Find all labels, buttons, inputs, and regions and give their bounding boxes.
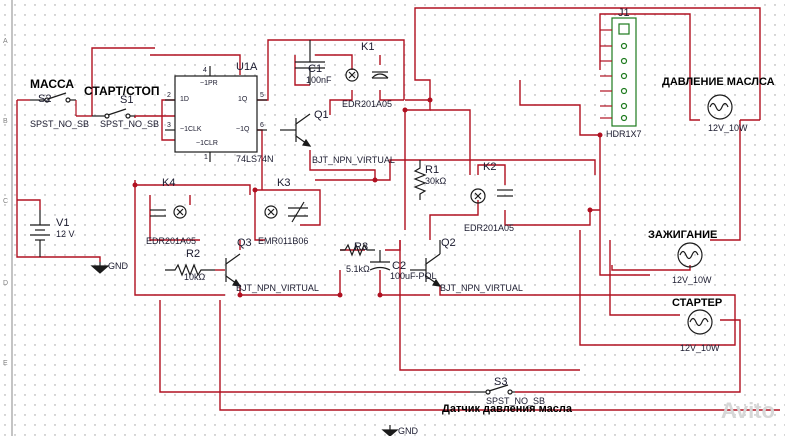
connector-j1 bbox=[600, 17, 637, 127]
relay-k1 bbox=[345, 68, 389, 82]
avito-watermark: Avito bbox=[720, 398, 775, 423]
lamp-oil-pressure bbox=[707, 94, 733, 120]
relay-k3 bbox=[264, 201, 308, 223]
c2-ref: C2 bbox=[392, 260, 407, 272]
u1-pin-4: 4 bbox=[203, 67, 207, 74]
q2-type: BJT_NPN_VIRTUAL bbox=[440, 283, 523, 293]
ground-symbol bbox=[90, 262, 110, 274]
q2-ref: Q2 bbox=[441, 237, 456, 249]
q3-ref: Q3 bbox=[237, 237, 252, 249]
gnd-label: GND bbox=[108, 261, 128, 271]
u1-pin-qn: ~1Q bbox=[236, 126, 250, 133]
r1-value: 30kΩ bbox=[425, 176, 447, 186]
lamp-oil-value: 12V_10W bbox=[708, 123, 748, 133]
c1-ref: C1 bbox=[308, 63, 323, 75]
u1-pin-d: 1D bbox=[180, 96, 189, 103]
u1-pin-1: 1 bbox=[204, 154, 208, 161]
u1-pin-2: 2 bbox=[167, 92, 171, 99]
k2-type: EDR201A05 bbox=[464, 223, 515, 233]
transistor-q2 bbox=[410, 240, 442, 287]
j1-type: HDR1X7 bbox=[606, 129, 642, 139]
relay-k4 bbox=[150, 205, 187, 219]
heading-ignition: ЗАЖИГАНИЕ bbox=[648, 229, 718, 241]
q1-type: BJT_NPN_VIRTUAL bbox=[312, 155, 395, 165]
row-marker-d: D bbox=[3, 280, 9, 287]
r2-value: 10kΩ bbox=[184, 272, 206, 282]
heading-mass: МАССА bbox=[30, 77, 75, 91]
v1-ref: V1 bbox=[56, 217, 70, 229]
capacitor-c2 bbox=[369, 250, 391, 271]
j1-ref: J1 bbox=[618, 7, 630, 19]
u1-pin-5: 5 bbox=[260, 92, 264, 99]
relay-k2 bbox=[470, 188, 513, 204]
capacitor-c1 bbox=[295, 40, 325, 85]
u1-type: 74LS74N bbox=[236, 154, 274, 164]
u1-pin-clr: ~1CLR bbox=[196, 140, 218, 147]
s1-type: SPST_NO_SB bbox=[100, 119, 160, 129]
s3-ref: S3 bbox=[494, 376, 508, 388]
s3-type: SPST_NO_SB bbox=[486, 396, 546, 406]
r3-value: 5.1kΩ bbox=[346, 264, 370, 274]
heading-oil-sensor: Датчик давления масла bbox=[442, 403, 572, 415]
ground-symbol bbox=[381, 425, 399, 436]
u1-pin-3: 3 bbox=[167, 122, 171, 129]
u1-pin-q: 1Q bbox=[238, 96, 248, 103]
components bbox=[30, 17, 733, 436]
r3-ref: R3 bbox=[354, 241, 369, 253]
gnd-label: GND bbox=[398, 426, 418, 436]
row-marker-a: A bbox=[3, 38, 8, 45]
resistor-r3 bbox=[340, 243, 375, 257]
c1-value: 100nF bbox=[306, 75, 332, 85]
r1-ref: R1 bbox=[425, 164, 440, 176]
lamp-starter bbox=[687, 309, 713, 335]
battery-v1 bbox=[30, 210, 50, 257]
k3-type: EMR011B06 bbox=[258, 236, 309, 246]
switch-s2 bbox=[30, 92, 77, 116]
resistor-r1 bbox=[413, 160, 427, 200]
heading-starter: СТАРТЕР bbox=[672, 297, 723, 309]
r2-ref: R2 bbox=[186, 248, 201, 260]
k4-type: EDR201A05 bbox=[146, 236, 197, 246]
k1-type: EDR201A05 bbox=[342, 99, 393, 109]
u1-pin-6: 6 bbox=[260, 122, 264, 129]
heading-oil-pressure: ДАВЛЕНИЕ МАСЛСА bbox=[662, 76, 775, 88]
u1-pin-pr: ~1PR bbox=[200, 80, 218, 87]
junctions bbox=[132, 97, 603, 298]
lamp-ignition-value: 12V_10W bbox=[672, 275, 712, 285]
s2-type: SPST_NO_SB bbox=[30, 119, 90, 129]
lamp-ignition bbox=[677, 242, 703, 268]
u1-pin-clk: ~1CLK bbox=[180, 126, 202, 133]
lamp-starter-value: 12V_10W bbox=[680, 343, 720, 353]
resistor-r2 bbox=[165, 263, 215, 277]
heading-start-stop: СТАРТ/СТОП bbox=[84, 84, 160, 98]
s2-ref: S2 bbox=[38, 93, 52, 105]
q3-type: BJT_NPN_VIRTUAL bbox=[236, 283, 319, 293]
u1-ref: U1A bbox=[236, 61, 258, 73]
switch-s3 bbox=[470, 384, 515, 395]
q1-ref: Q1 bbox=[314, 109, 329, 121]
wires bbox=[16, 7, 780, 411]
row-marker-c: C bbox=[3, 198, 9, 205]
switch-s1 bbox=[92, 108, 135, 119]
transistor-q1 bbox=[280, 113, 312, 147]
v1-value: 12 V bbox=[56, 229, 75, 239]
transistor-q3 bbox=[225, 253, 242, 287]
k3-ref: K3 bbox=[277, 177, 291, 189]
row-marker-b: B bbox=[3, 118, 8, 125]
ic-u1a bbox=[165, 66, 267, 162]
k2-ref: K2 bbox=[483, 161, 497, 173]
s1-ref: S1 bbox=[120, 94, 134, 106]
k1-ref: K1 bbox=[361, 41, 375, 53]
k4-ref: K4 bbox=[162, 177, 176, 189]
c2-value: 100uF-POL bbox=[390, 271, 437, 281]
row-marker-e: E bbox=[3, 360, 8, 367]
